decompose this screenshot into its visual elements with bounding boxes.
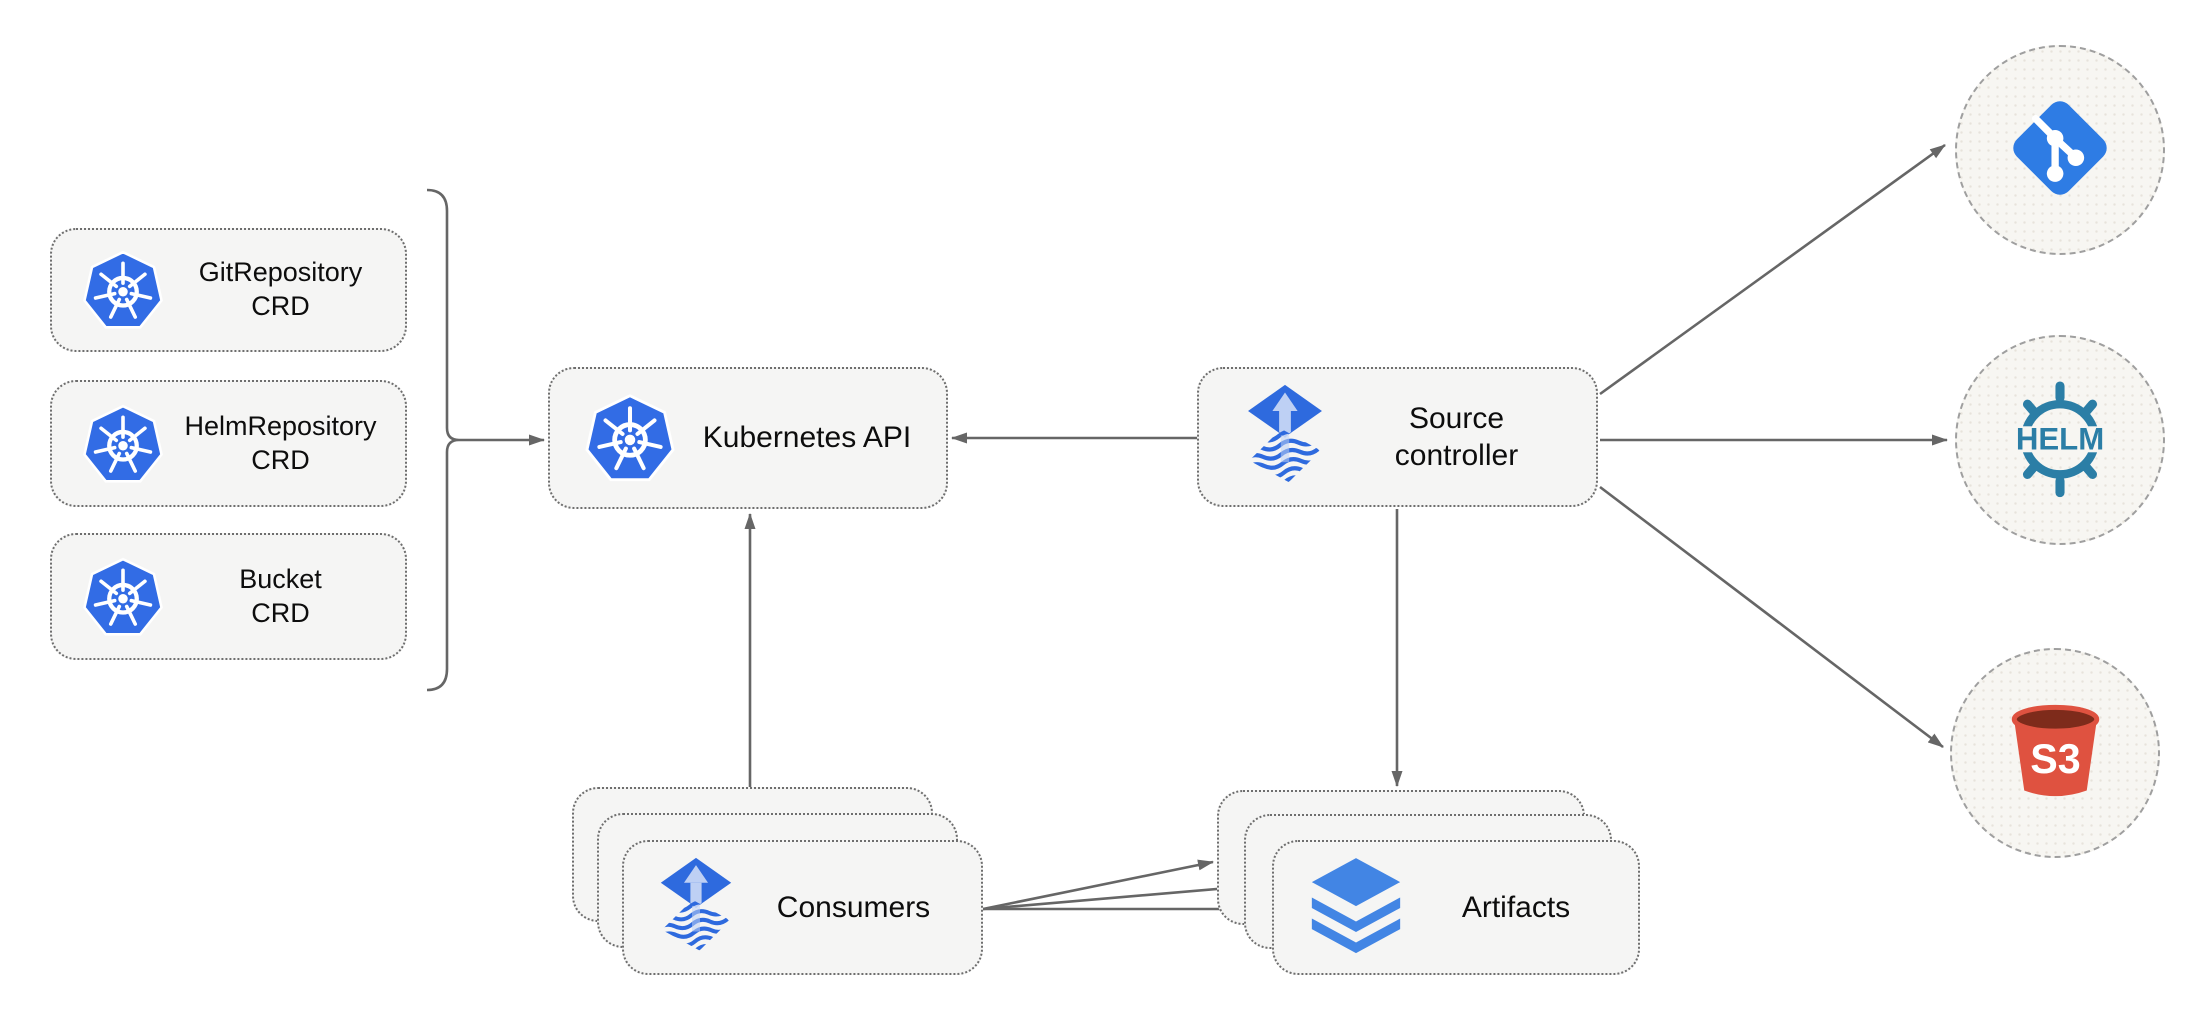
node-label-line2: CRD <box>251 444 310 475</box>
flux-icon <box>656 856 736 959</box>
kubernetes-icon <box>80 401 166 487</box>
node-label: Kubernetes API <box>702 421 912 455</box>
node-label: Source controller <box>1327 400 1596 475</box>
flux-icon <box>1243 383 1327 491</box>
node-git-source <box>1955 45 2165 255</box>
node-consumers: Consumers <box>622 840 983 975</box>
node-label-line1: HelmRepository <box>184 410 377 441</box>
node-label: Bucket CRD <box>166 563 405 631</box>
edge-source-controller-to-s3-source <box>1599 485 1944 749</box>
node-label-line1: Bucket <box>239 563 322 594</box>
node-label: GitRepository CRD <box>166 256 405 324</box>
node-artifacts: Artifacts <box>1272 840 1640 975</box>
edge-consumers-to-artifacts-1 <box>982 859 1214 911</box>
kubernetes-icon <box>80 554 166 640</box>
kubernetes-icon <box>80 247 166 333</box>
git-icon <box>1999 87 2121 214</box>
edge-source-controller-to-git-source <box>1599 143 1946 396</box>
node-s3-source: S3 <box>1950 648 2160 858</box>
node-label-line1: Source <box>1408 401 1505 435</box>
s3-bucket-icon: S3 <box>1993 688 2118 818</box>
node-gitrepository-crd: GitRepository CRD <box>50 228 407 352</box>
node-helmrepository-crd: HelmRepository CRD <box>50 380 407 507</box>
node-label-line1: GitRepository <box>198 257 363 288</box>
node-source-controller: Source controller <box>1197 367 1598 507</box>
crd-group-brace <box>426 188 460 692</box>
node-label: Artifacts <box>1461 890 1571 924</box>
node-label-line2: CRD <box>251 291 310 321</box>
layers-icon <box>1308 855 1404 961</box>
node-label: HelmRepository CRD <box>166 410 405 478</box>
s3-wordmark: S3 <box>2030 736 2080 782</box>
node-helm-source: HELM <box>1955 335 2165 545</box>
helm-icon: HELM <box>1995 373 2125 508</box>
node-bucket-crd: Bucket CRD <box>50 533 407 660</box>
edge-consumers-to-artifacts-2 <box>982 882 1241 911</box>
kubernetes-icon <box>582 390 678 486</box>
node-kubernetes-api: Kubernetes API <box>548 367 948 509</box>
node-label: Consumers <box>776 890 931 924</box>
node-label-line2: CRD <box>251 597 310 628</box>
node-label-line2: controller <box>1394 439 1519 472</box>
helm-wordmark: HELM <box>2016 421 2104 456</box>
